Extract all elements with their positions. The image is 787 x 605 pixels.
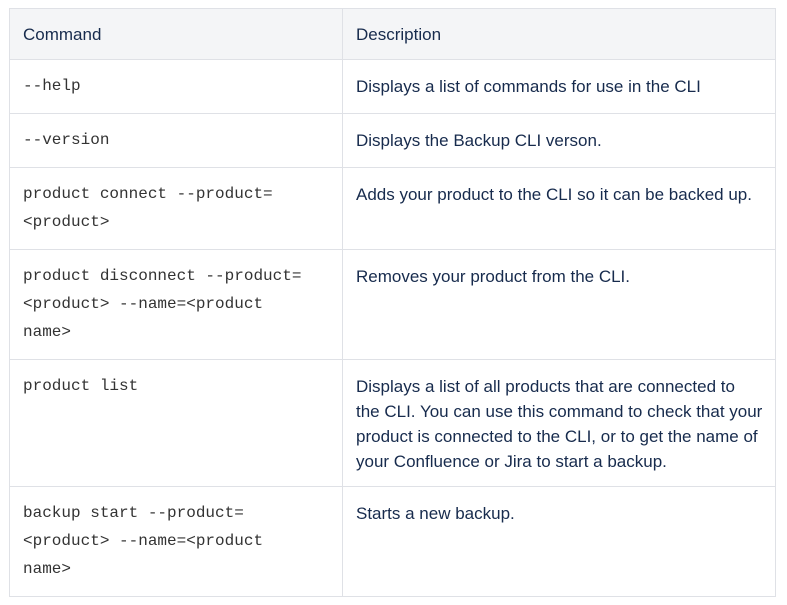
description-cell: Displays a list of commands for use in t…: [342, 59, 776, 114]
command-cell: product connect --product= <product>: [9, 167, 343, 250]
cli-commands-table-container: Command Description --help Displays a li…: [9, 8, 776, 597]
description-cell: Starts a new backup.: [342, 486, 776, 597]
command-cell: --help: [9, 59, 343, 114]
table-row: --version Displays the Backup CLI verson…: [9, 113, 776, 168]
description-cell: Displays a list of all products that are…: [342, 359, 776, 487]
command-cell: product list: [9, 359, 343, 487]
command-cell: --version: [9, 113, 343, 168]
table-row: product disconnect --product= <product> …: [9, 249, 776, 360]
header-description: Description: [342, 8, 776, 60]
table-row: --help Displays a list of commands for u…: [9, 59, 776, 114]
cli-commands-table: Command Description --help Displays a li…: [9, 8, 776, 597]
command-cell: product disconnect --product= <product> …: [9, 249, 343, 360]
table-row: product list Displays a list of all prod…: [9, 359, 776, 487]
table-row: backup start --product= <product> --name…: [9, 486, 776, 597]
table-row: product connect --product= <product> Add…: [9, 167, 776, 250]
description-cell: Displays the Backup CLI verson.: [342, 113, 776, 168]
description-cell: Removes your product from the CLI.: [342, 249, 776, 360]
table-header-row: Command Description: [9, 8, 776, 60]
header-command: Command: [9, 8, 343, 60]
command-cell: backup start --product= <product> --name…: [9, 486, 343, 597]
description-cell: Adds your product to the CLI so it can b…: [342, 167, 776, 250]
